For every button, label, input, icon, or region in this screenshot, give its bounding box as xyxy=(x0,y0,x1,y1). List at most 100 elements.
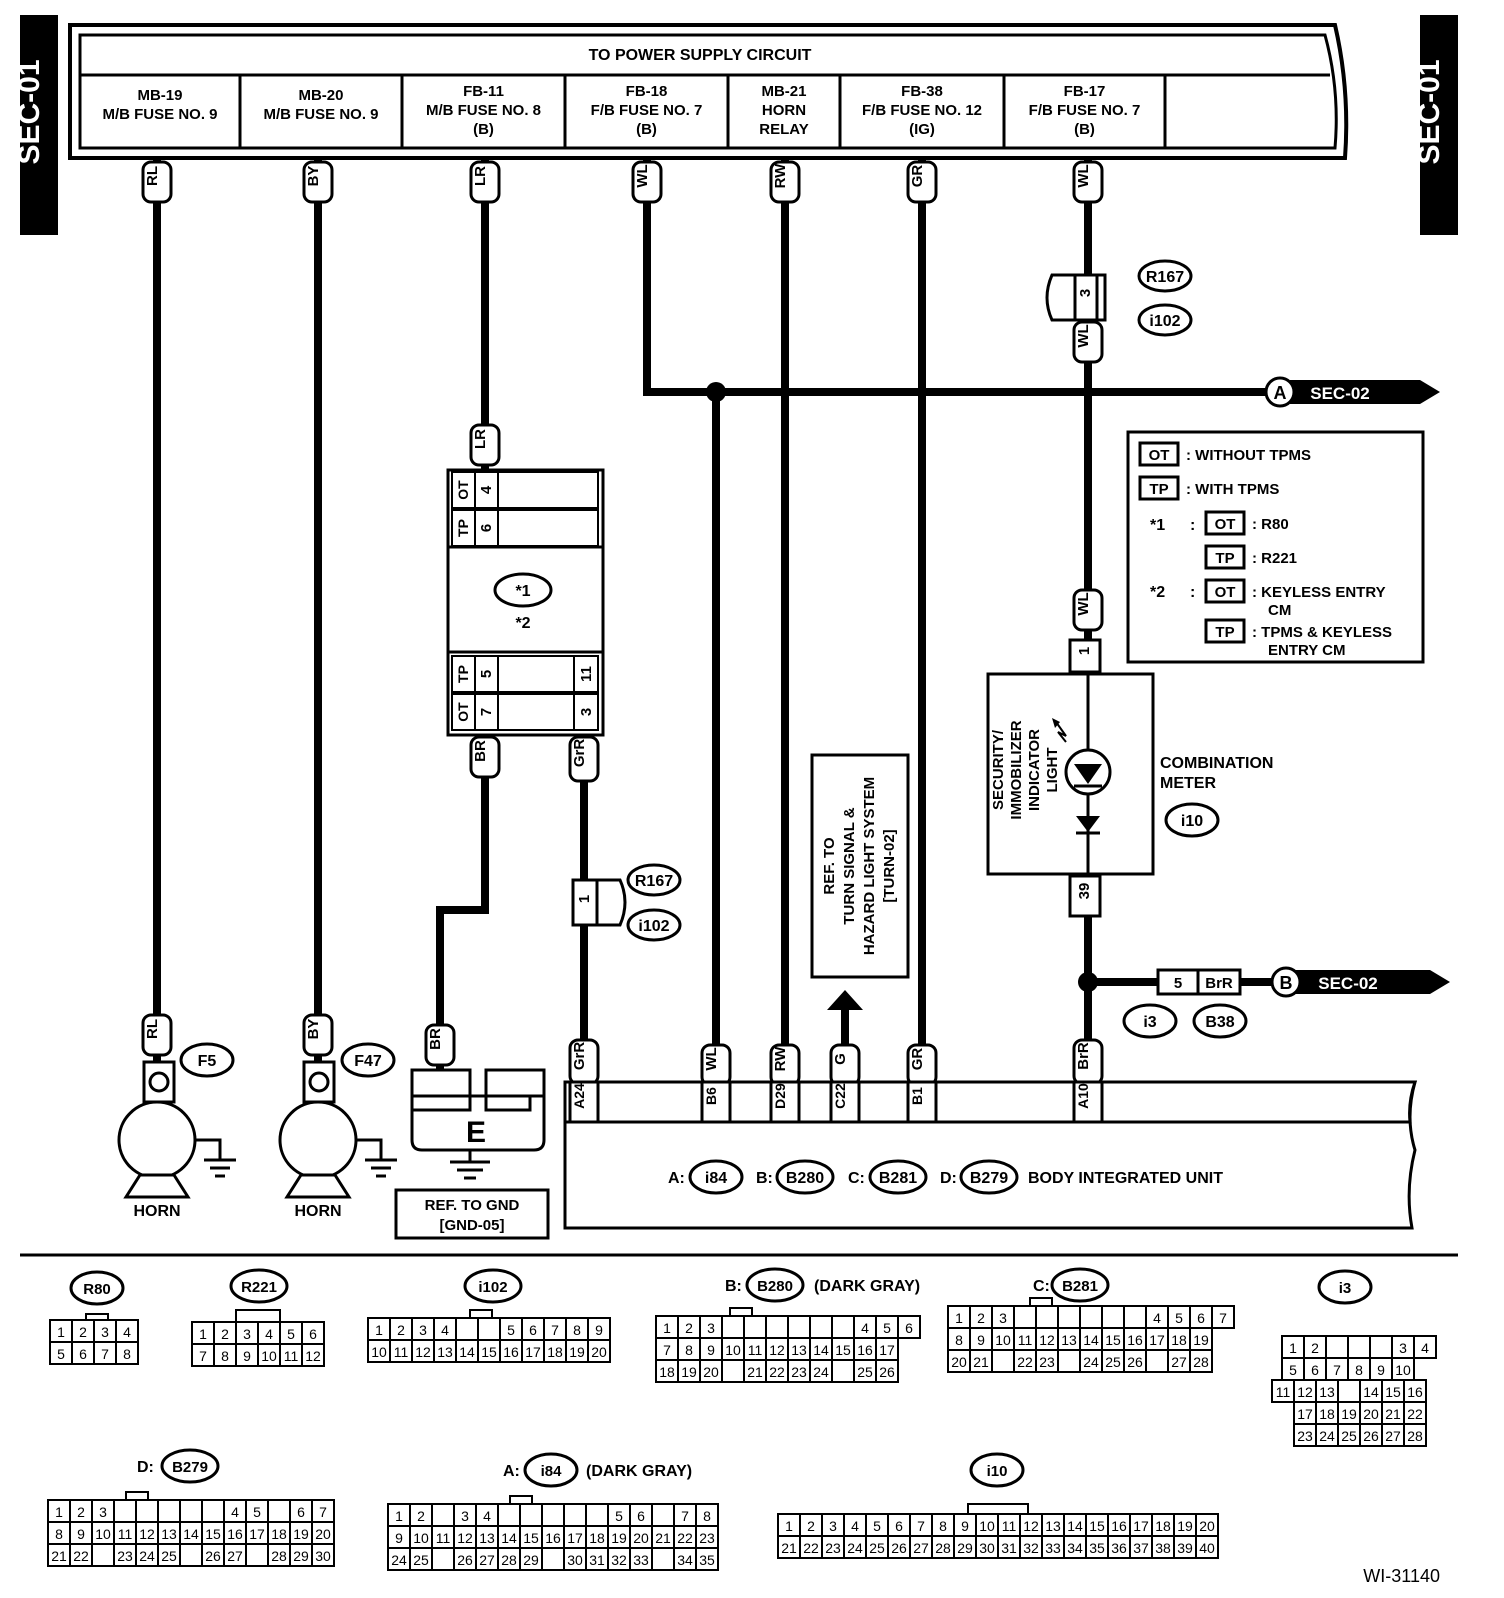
svg-text:WL: WL xyxy=(703,1047,720,1070)
legend-s1-tp-text: : R221 xyxy=(1252,550,1297,567)
svg-text:11: 11 xyxy=(436,1530,451,1546)
legend-ot-label: OT xyxy=(1149,447,1170,464)
legend-s2-ot-text-1: : KEYLESS ENTRY xyxy=(1252,584,1386,601)
svg-text:13: 13 xyxy=(1045,1518,1061,1534)
svg-text:7: 7 xyxy=(681,1508,689,1524)
legend-s1-ot: OT xyxy=(1215,516,1236,533)
turn-signal-ref[interactable]: REF. TO TURN SIGNAL & HAZARD LIGHT SYSTE… xyxy=(810,753,910,1010)
ground-e: E xyxy=(410,1068,546,1180)
svg-text:33: 33 xyxy=(1045,1540,1061,1556)
svg-text:25: 25 xyxy=(1341,1428,1357,1444)
svg-text:8: 8 xyxy=(685,1342,693,1358)
svg-text:18: 18 xyxy=(547,1344,563,1360)
turn-ref-3: HAZARD LIGHT SYSTEM xyxy=(861,777,878,955)
svg-text:2: 2 xyxy=(1311,1340,1319,1356)
svg-text:4: 4 xyxy=(441,1322,449,1338)
oval-i102-bottom xyxy=(626,908,682,942)
svg-text:11: 11 xyxy=(284,1348,299,1364)
svg-text:3: 3 xyxy=(99,1504,107,1520)
svg-text:3: 3 xyxy=(999,1310,1007,1326)
sec02-arrow-b[interactable]: 5 BrR B SEC-02 i3 B38 xyxy=(1122,966,1450,1039)
svg-text:5: 5 xyxy=(873,1518,881,1534)
svg-text:23: 23 xyxy=(1039,1354,1055,1370)
label-r167-top: R167 xyxy=(1146,269,1184,286)
svg-text:6: 6 xyxy=(895,1518,903,1534)
svg-text:10: 10 xyxy=(1395,1362,1411,1378)
svg-text:28: 28 xyxy=(1407,1428,1423,1444)
svg-text:40: 40 xyxy=(1199,1540,1215,1556)
svg-text:29: 29 xyxy=(523,1552,539,1568)
combination-meter: 1 SECURITY/ IMMOBILIZER INDICATOR LIGHT … xyxy=(986,638,1273,918)
sec02-arrow-a[interactable]: A SEC-02 xyxy=(1264,376,1440,408)
svg-text:9: 9 xyxy=(595,1322,603,1338)
svg-text:3: 3 xyxy=(461,1508,469,1524)
sec-tab-left[interactable]: SEC-01 xyxy=(13,15,58,235)
svg-text:4: 4 xyxy=(851,1518,859,1534)
legend-ot-text: : WITHOUT TPMS xyxy=(1186,447,1311,464)
svg-text:25: 25 xyxy=(857,1364,873,1380)
ecm-pin-3: 3 xyxy=(578,708,595,716)
svg-text:18: 18 xyxy=(1171,1332,1187,1348)
pin-grr-join: 1 xyxy=(576,895,593,903)
biu-pin-B1: B1 xyxy=(909,1087,925,1105)
sec-tab-right[interactable]: SEC-01 xyxy=(1413,15,1458,235)
svg-text:3: 3 xyxy=(243,1326,251,1342)
svg-text:26: 26 xyxy=(891,1540,907,1556)
fuse-fb38-line-0: FB-38 xyxy=(901,83,943,100)
svg-text:5: 5 xyxy=(507,1322,515,1338)
svg-text:11: 11 xyxy=(118,1526,133,1542)
oval-star1 xyxy=(493,572,553,608)
svg-text:9: 9 xyxy=(77,1526,85,1542)
label-star2: *2 xyxy=(515,615,530,632)
fuse-fb17-line-1: F/B FUSE NO. 7 xyxy=(1029,102,1141,119)
ground-ref[interactable]: REF. TO GND [GND-05] xyxy=(394,1188,550,1240)
svg-text:12: 12 xyxy=(1297,1384,1313,1400)
svg-text:9: 9 xyxy=(707,1342,715,1358)
svg-text:11: 11 xyxy=(1018,1332,1033,1348)
view-a-prefix: A: xyxy=(503,1463,520,1480)
svg-text:10: 10 xyxy=(725,1342,741,1358)
svg-text:8: 8 xyxy=(703,1508,711,1524)
svg-text:35: 35 xyxy=(699,1552,715,1568)
svg-text:21: 21 xyxy=(1385,1406,1401,1422)
wire-tag-rw-top: RW xyxy=(769,160,801,204)
svg-text:15: 15 xyxy=(481,1344,497,1360)
svg-text:25: 25 xyxy=(869,1540,885,1556)
svg-text:BY: BY xyxy=(305,166,322,187)
svg-text:36: 36 xyxy=(1111,1540,1127,1556)
svg-text:6: 6 xyxy=(1311,1362,1319,1378)
svg-text:22: 22 xyxy=(769,1364,785,1380)
legend-star1: *1 xyxy=(1150,517,1165,534)
turn-ref-1: REF. TO xyxy=(821,837,838,895)
horn-left: F5 HORN xyxy=(117,1042,236,1220)
svg-text:28: 28 xyxy=(271,1548,287,1564)
view-dark-gray-a: (DARK GRAY) xyxy=(586,1463,692,1480)
label-r167-bottom: R167 xyxy=(635,873,673,890)
fuse-mb20-line-0: MB-20 xyxy=(298,87,343,104)
diode-icon xyxy=(1074,764,1102,784)
fuse-fb11-line-1: M/B FUSE NO. 8 xyxy=(426,102,541,119)
label-star1: *1 xyxy=(515,583,530,600)
svg-text:1: 1 xyxy=(375,1322,383,1338)
svg-text:RL: RL xyxy=(144,166,161,186)
oval-r167-top xyxy=(1137,259,1193,293)
power-supply-box: TO POWER SUPPLY CIRCUIT MB-19M/B FUSE NO… xyxy=(68,23,1349,160)
svg-text:23: 23 xyxy=(1297,1428,1313,1444)
svg-text:8: 8 xyxy=(55,1526,63,1542)
legend-box: OT : WITHOUT TPMS TP : WITH TPMS *1 : OT… xyxy=(1126,430,1425,664)
legend-s1-tp: TP xyxy=(1215,550,1234,567)
svg-text:19: 19 xyxy=(1341,1406,1357,1422)
svg-text:14: 14 xyxy=(501,1530,517,1546)
wire-tag-lr-ecm: LR xyxy=(469,423,501,467)
svg-text:7: 7 xyxy=(199,1348,207,1364)
svg-text:32: 32 xyxy=(1023,1540,1039,1556)
meter-inner-2: IMMOBILIZER xyxy=(1008,720,1025,819)
svg-text:7: 7 xyxy=(551,1322,559,1338)
legend-s2-ot-text-2: CM xyxy=(1268,602,1291,619)
meter-pin-1: 1 xyxy=(1076,647,1093,655)
